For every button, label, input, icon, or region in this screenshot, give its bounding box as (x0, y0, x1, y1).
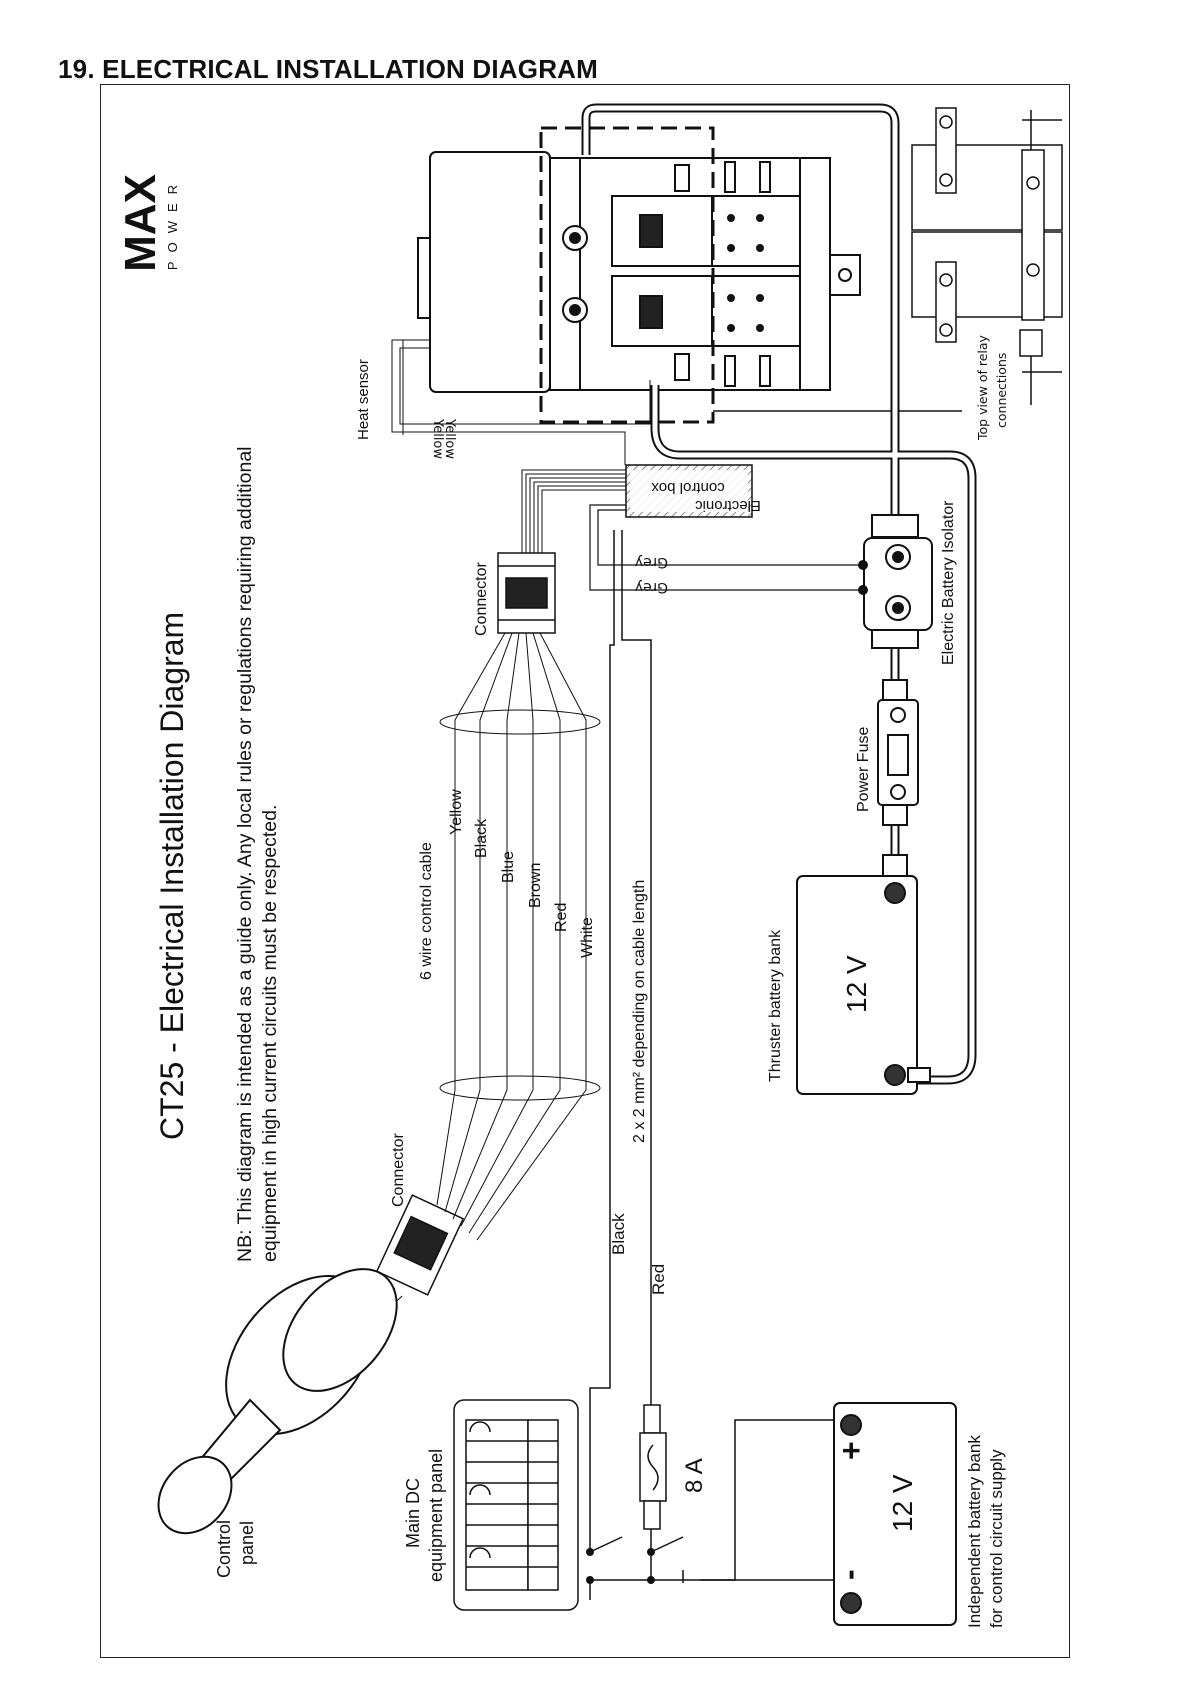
control-panel-label-2: panel (237, 1521, 257, 1565)
note-line-2: equipment in high current circuits must … (259, 805, 281, 1262)
max-power-logo: MAX POWER (116, 174, 180, 272)
battery-minus: - (831, 1569, 867, 1580)
battery-isolator (858, 514, 933, 649)
control-panel-label-1: Control (214, 1520, 234, 1578)
connector-bottom (375, 1194, 465, 1296)
control-panel (157, 1268, 398, 1535)
control-box-wires (521, 469, 626, 553)
battery-plus: + (833, 1441, 869, 1460)
yellow-wire-label-1: Yellow (430, 418, 445, 459)
note-line-1: NB: This diagram is intended as a guide … (234, 447, 256, 1263)
control-box-label-1: Electronic (695, 497, 761, 514)
inline-fuse-8a (639, 1404, 667, 1530)
relay-top-view (911, 107, 1063, 405)
isolator-label: Electric Battery Isolator (940, 500, 957, 665)
thruster-battery (796, 875, 931, 1095)
dc-panel-label-2: equipment panel (426, 1449, 446, 1582)
power-fuse-label: Power Fuse (855, 727, 872, 812)
red-wire-label: Red (649, 1264, 668, 1295)
black-wire-label: Black (609, 1213, 628, 1255)
top-view-label-1: Top view of relay (975, 334, 990, 441)
connector-bottom-label: Connector (390, 1133, 407, 1207)
wire-color-labels: Yellow Black Blue Brown Red White (448, 789, 596, 958)
heat-sensor-label: Heat sensor (355, 359, 372, 440)
control-box-label-2: control box (651, 479, 725, 496)
independent-voltage: 12 V (887, 1474, 918, 1532)
cable-spec-label: 2 x 2 mm² depending on cable length (631, 880, 648, 1143)
thruster-motor (417, 151, 831, 393)
thruster-voltage: 12 V (841, 955, 872, 1013)
dc-panel-label-1: Main DC (403, 1478, 423, 1548)
top-view-label-2: connections (994, 353, 1009, 428)
main-dc-panel (453, 1399, 579, 1611)
connector-top-label: Connector (473, 562, 490, 636)
grey-wire-label-1: Grey (635, 554, 668, 570)
logo-sub: POWER (165, 176, 180, 270)
connector-top (497, 552, 556, 634)
six-wire-cable (354, 632, 601, 1333)
diagram-title: CT25 - Electrical Installation Diagram (154, 612, 190, 1140)
independent-battery (833, 1402, 957, 1626)
wire-black-label: Black (473, 818, 490, 858)
heat-sensor-wires (391, 339, 651, 465)
diagram-frame (100, 84, 1070, 1658)
fuse-rating-label: 8 A (681, 1458, 708, 1493)
wire-red-label: Red (553, 903, 570, 932)
thruster-battery-label: Thruster battery bank (767, 929, 784, 1082)
indep-battery-label-2: for control circuit supply (987, 1449, 1006, 1628)
relay-dashed-box (539, 126, 715, 424)
grey-wires (589, 504, 863, 591)
page-heading: 19. ELECTRICAL INSTALLATION DIAGRAM (58, 54, 598, 84)
control-supply-wiring (589, 530, 845, 1600)
wire-yellow-label: Yellow (448, 789, 465, 835)
indep-battery-label-1: Independent battery bank (965, 1435, 984, 1628)
wire-brown-label: Brown (527, 863, 544, 908)
wire-white-label: White (579, 917, 596, 958)
wire-blue-label: Blue (500, 851, 517, 883)
yellow-wire-label-2: Yellow (442, 418, 457, 459)
control-wire-nodes (586, 1548, 655, 1584)
six-wire-label: 6 wire control cable (418, 842, 435, 980)
logo-word: MAX (116, 174, 165, 272)
grey-wire-label-2: Grey (635, 579, 668, 595)
relay-assembly (562, 161, 861, 387)
